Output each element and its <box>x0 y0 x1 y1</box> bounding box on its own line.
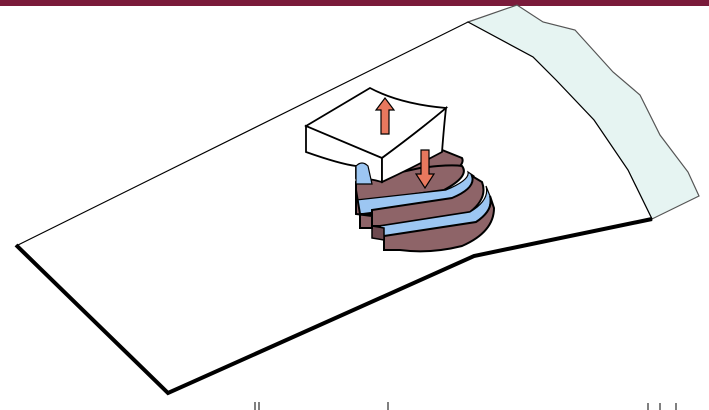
rock-layer-bottom <box>383 195 496 253</box>
rock-layer-top-face <box>355 164 465 204</box>
block-cut-notch <box>355 162 373 185</box>
arrow-down-icon <box>414 149 436 190</box>
rock-layer-bottom-notch <box>371 225 385 241</box>
rock-front-face-1 <box>355 189 373 229</box>
block-right-face <box>381 105 448 184</box>
bottom-edge-ticks <box>254 402 677 410</box>
ground-front-edge <box>14 217 653 396</box>
top-border-rule <box>0 0 709 6</box>
arrow-up-icon <box>374 97 396 135</box>
white-block <box>304 86 449 185</box>
